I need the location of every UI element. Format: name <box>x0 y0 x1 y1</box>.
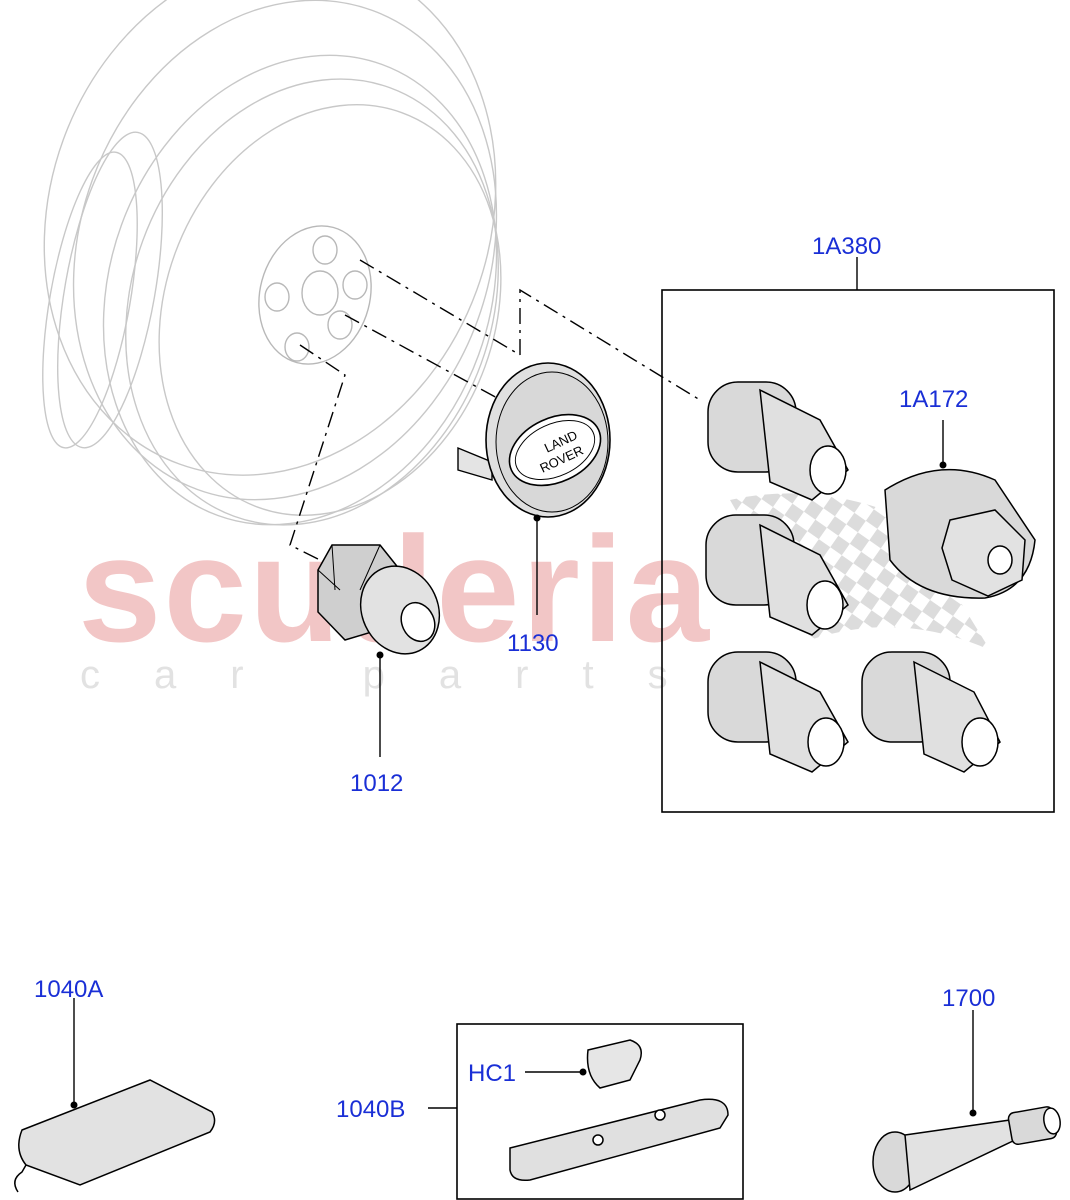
callout-hc1[interactable]: HC1 <box>468 1060 517 1087</box>
callout-1a380[interactable]: 1A380 <box>812 233 882 260</box>
callout-1700[interactable]: 1700 <box>942 985 996 1012</box>
locking-nuts <box>705 381 1001 773</box>
balance-weight-pad <box>14 1079 216 1193</box>
assembly-lines <box>289 259 701 566</box>
tyre-valve <box>872 1106 1061 1193</box>
clip-weight-box <box>456 1023 744 1200</box>
locking-kit-box <box>661 289 1055 813</box>
clip-weight <box>509 1039 729 1182</box>
callout-1a172[interactable]: 1A172 <box>899 386 969 413</box>
watermark-tagline: car parts <box>80 653 722 697</box>
callout-1040a[interactable]: 1040A <box>34 976 104 1003</box>
locking-key <box>884 468 1036 599</box>
wheel-rim <box>42 0 502 526</box>
callout-1040b[interactable]: 1040B <box>336 1096 406 1123</box>
wheel-hub <box>258 225 372 365</box>
callout-1012[interactable]: 1012 <box>350 770 404 797</box>
callout-1130[interactable]: 1130 <box>507 630 559 657</box>
wheel-nut <box>317 544 441 655</box>
center-cap: LAND ROVER <box>457 362 611 518</box>
